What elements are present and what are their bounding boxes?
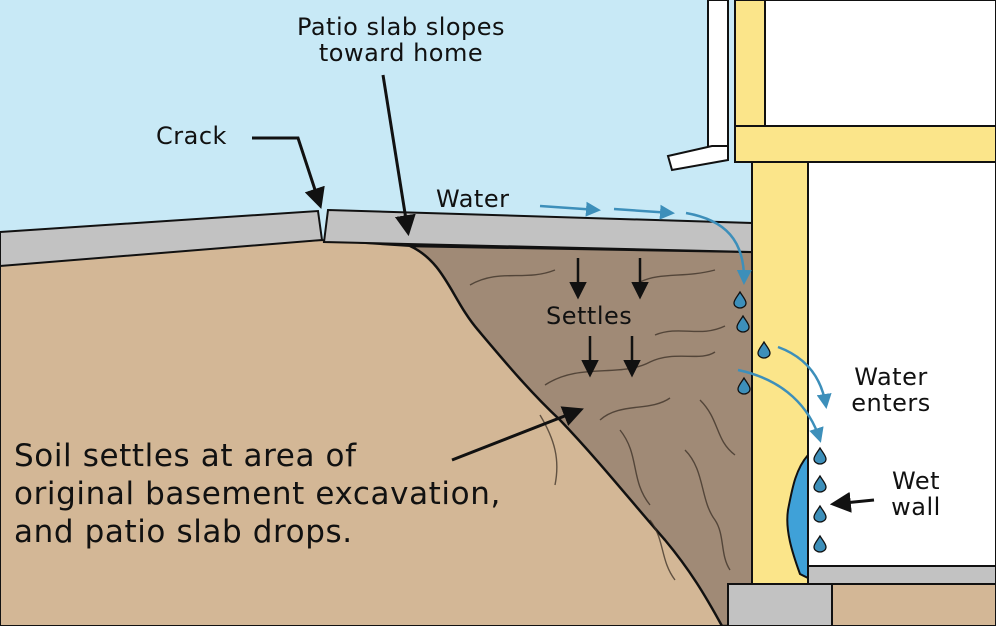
footing (727, 583, 833, 626)
water-enters-label-line-1: Water (854, 363, 928, 391)
water-drop-icon (736, 314, 750, 333)
wet-wall-label-line-1: Wet (892, 467, 940, 495)
water-drop-icon (757, 340, 771, 359)
wet-wall-patch (786, 452, 809, 580)
water-drop-icon (733, 290, 747, 309)
water-arrows (539, 201, 832, 443)
wet-wall-label-line-2: wall (891, 493, 941, 522)
water-drop-icon (813, 474, 827, 493)
soil-texture (469, 269, 736, 581)
pointer-arrows (252, 74, 875, 513)
patio-slopes-pointer-arrow (381, 74, 416, 237)
water-drop-icon (813, 446, 827, 465)
soil-caption-line-2: original basement excavation, (14, 476, 501, 513)
water-arrow-3 (685, 211, 752, 285)
water-label: Water (436, 185, 510, 213)
basement-floor-slab (807, 565, 996, 585)
soil-caption-line-3: and patio slab drops. (14, 514, 353, 551)
wet-wall-label: Wet wall (880, 468, 952, 521)
settles-label: Settles (546, 302, 633, 330)
upper-stud-left (734, 0, 766, 131)
patio-slab-left (0, 209, 324, 268)
soil-caption-line-1: Soil settles at area of (14, 438, 357, 474)
soil-caption: Soil settles at area of original basemen… (14, 437, 501, 551)
patio-slopes-label-line-2: toward home (318, 39, 484, 68)
crack-pointer-arrow (252, 136, 325, 209)
water-arrow-2 (613, 204, 675, 220)
water-enters-label-line-2: enters (851, 389, 931, 418)
water-enters-label: Water enters (836, 364, 946, 417)
water-drop-icon (737, 376, 751, 395)
basement-subfloor (831, 583, 996, 626)
water-enters-arrow-1 (777, 345, 832, 409)
water-drop-icon (813, 504, 827, 523)
wet-wall-pointer-arrow (829, 491, 875, 513)
crack-label: Crack (156, 122, 227, 150)
rim-joist (734, 125, 996, 163)
water-enters-arrow-2 (737, 368, 824, 443)
interior-upper (764, 0, 996, 127)
downspout (666, 0, 729, 172)
settle-arrows (569, 258, 649, 378)
soil-caption-pointer-arrow (451, 406, 584, 462)
water-arrow-1 (539, 201, 601, 217)
water-drops (733, 290, 827, 553)
backfill-soil (409, 244, 762, 626)
water-drop-icon (813, 534, 827, 553)
patio-slopes-label: Patio slab slopes toward home (266, 14, 536, 67)
patio-slopes-label-line-1: Patio slab slopes (296, 13, 506, 41)
